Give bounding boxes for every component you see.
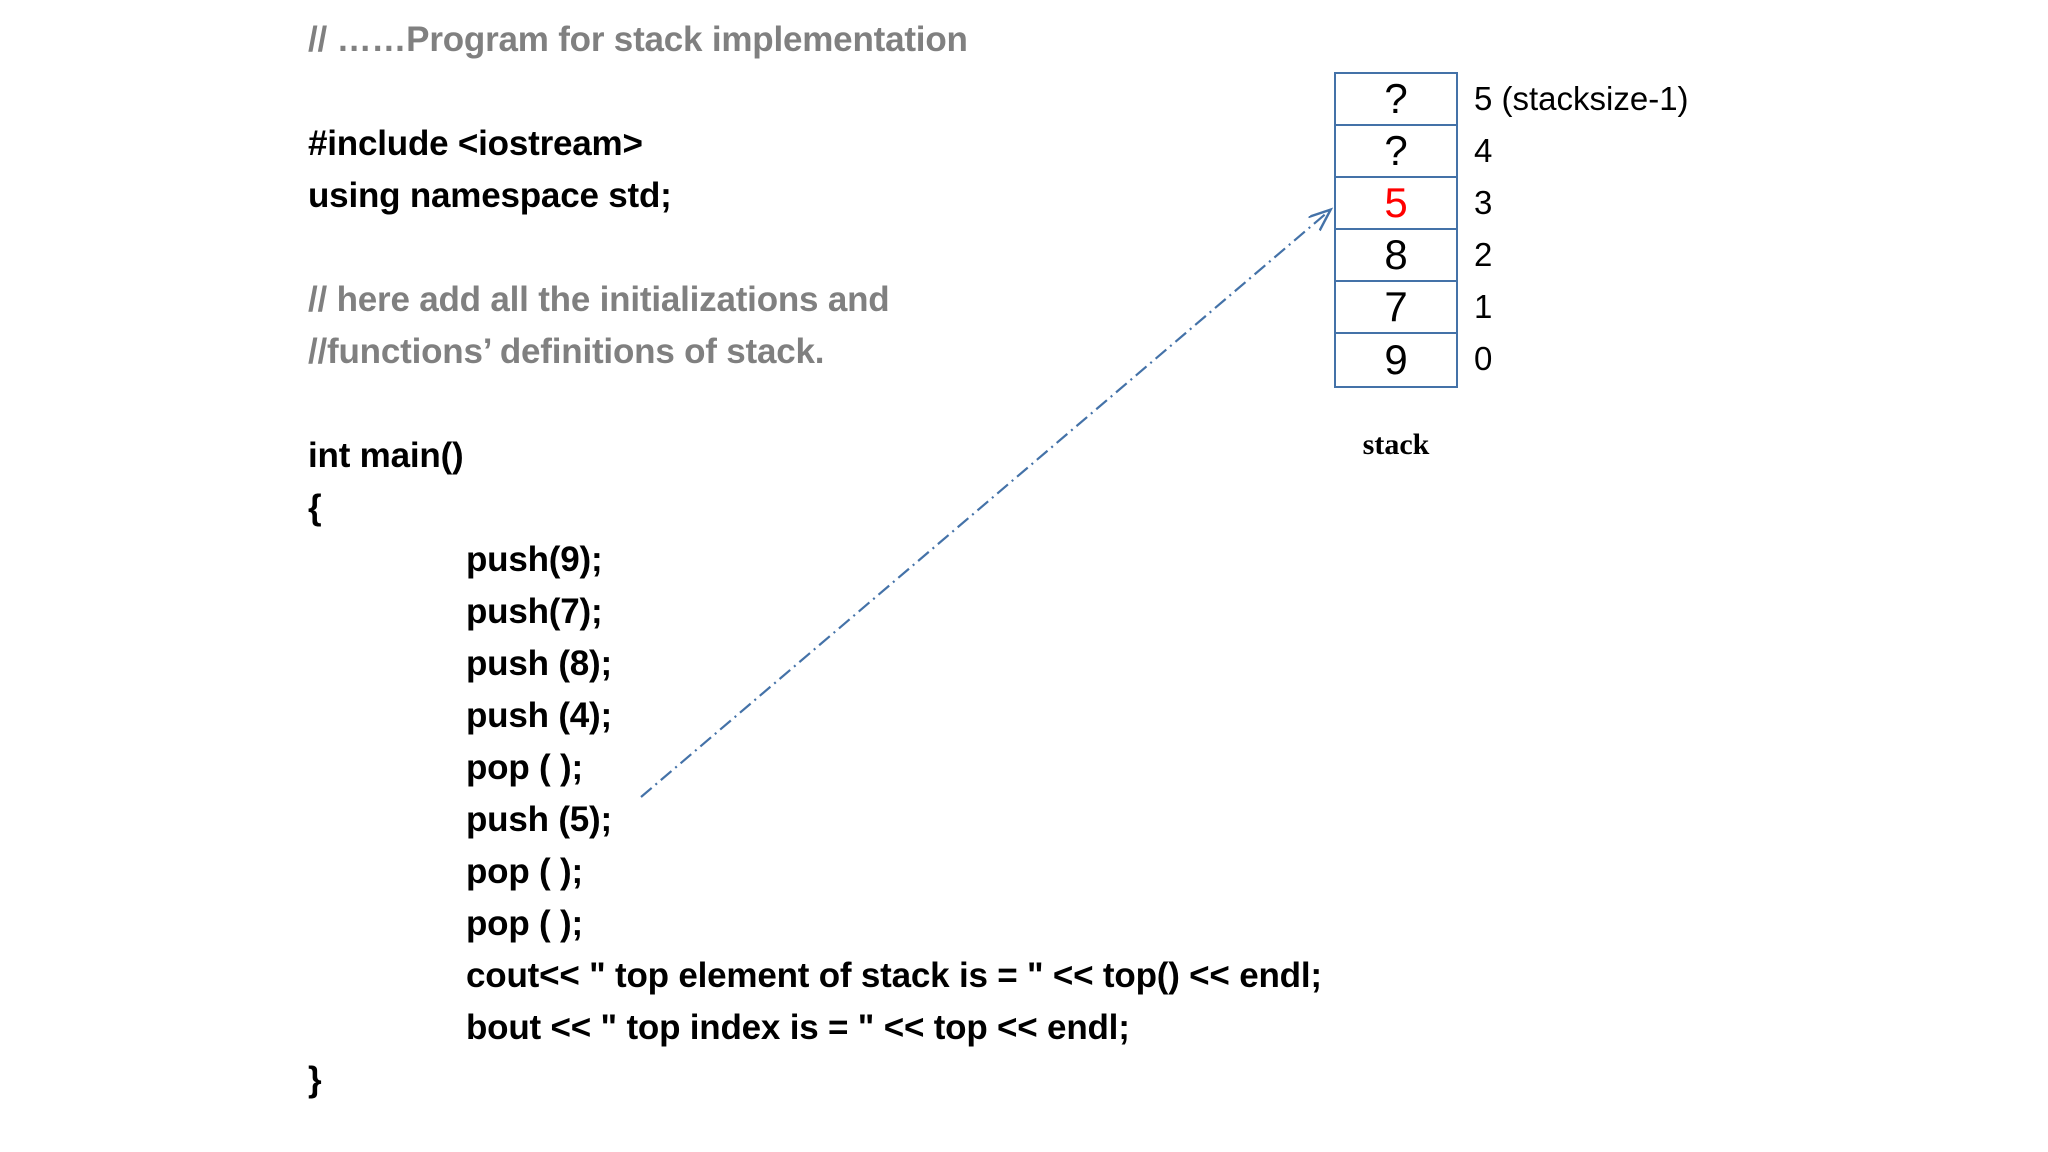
stack-cell: 5 [1336, 178, 1456, 230]
stack-cell-value: 9 [1384, 336, 1408, 383]
code-spacer [308, 378, 1308, 430]
code-line: #include <iostream> [308, 124, 643, 163]
stack-index-label: 4 [1474, 131, 1493, 169]
stack-cell: 9 [1336, 334, 1456, 386]
stack-cell: 8 [1336, 230, 1456, 282]
stack-index-label: 2 [1474, 235, 1493, 273]
stack-cell-value: ? [1384, 127, 1408, 174]
code-listing: // ……Program for stack implementation #i… [308, 14, 1322, 1106]
code-line: pop ( ); [466, 852, 583, 891]
code-line: push(7); [466, 592, 603, 631]
code-spacer [308, 66, 1308, 118]
code-line: push (5); [466, 800, 612, 839]
stack-cell: ? [1336, 126, 1456, 178]
stack-index-label: 0 [1474, 339, 1493, 377]
code-line: pop ( ); [466, 904, 583, 943]
code-line: // here add all the initializations and [308, 280, 890, 319]
stack-cell: ? [1336, 74, 1456, 126]
stack-cell-value-highlighted: 5 [1384, 179, 1408, 226]
stack-cell-value: 8 [1384, 231, 1408, 278]
code-line: int main() [308, 436, 464, 475]
code-line: push(9); [466, 540, 603, 579]
stack-cell: 7 [1336, 282, 1456, 334]
code-line: using namespace std; [308, 176, 672, 215]
code-line: pop ( ); [466, 748, 583, 787]
code-line: cout<< " top element of stack is = " << … [466, 956, 1322, 995]
stack-caption: stack [1362, 428, 1430, 461]
stack-index-label: 1 [1474, 287, 1493, 325]
code-line: { [308, 488, 322, 527]
code-line: // ……Program for stack implementation [308, 20, 968, 59]
code-line: //functions’ definitions of stack. [308, 332, 825, 371]
code-line: push (4); [466, 696, 612, 735]
stack-index-label: 5 (stacksize-1) [1474, 79, 1689, 117]
code-spacer [308, 222, 1308, 274]
code-line: bout << " top index is = " << top << end… [466, 1008, 1130, 1047]
stack-index-label-column: 5 (stacksize-1) 4 3 2 1 0 [1474, 72, 1689, 384]
stack-index-label: 3 [1474, 183, 1493, 221]
code-line: } [308, 1060, 322, 1099]
code-line: push (8); [466, 644, 612, 683]
stack-cell-value: ? [1384, 75, 1408, 122]
stack-diagram: ?? 5 8 7 9 [1334, 72, 1458, 388]
stack-box: ?? 5 8 7 9 [1334, 72, 1458, 388]
stack-cell-value: 7 [1384, 283, 1408, 330]
